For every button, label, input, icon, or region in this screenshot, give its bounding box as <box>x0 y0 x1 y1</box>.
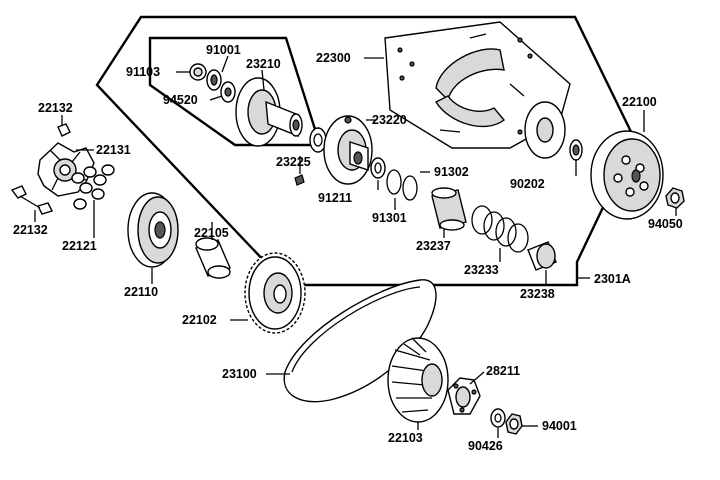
callout-23100: 23100 <box>222 367 257 381</box>
seal-91211 <box>370 157 386 179</box>
oring-91301 <box>386 169 402 195</box>
washer-90426 <box>490 408 506 428</box>
seal-94520 <box>220 81 236 103</box>
bushing-23225 <box>309 127 327 153</box>
callout-94001: 94001 <box>542 419 577 433</box>
callout-94050: 94050 <box>648 217 683 231</box>
nut-94001 <box>505 413 523 435</box>
collar-23237 <box>431 187 467 231</box>
callout-22121: 22121 <box>62 239 97 253</box>
callout-23210: 23210 <box>246 57 281 71</box>
callout-91301: 91301 <box>372 211 407 225</box>
callout-22132-top: 22132 <box>38 101 73 115</box>
oring-91302 <box>402 175 418 201</box>
callout-22300: 22300 <box>316 51 351 65</box>
callout-22103: 22103 <box>388 431 423 445</box>
callout-23220: 23220 <box>372 113 407 127</box>
callout-22102: 22102 <box>182 313 217 327</box>
callout-23233: 23233 <box>464 263 499 277</box>
callout-91211: 91211 <box>318 191 352 205</box>
slider-22132-bottom <box>10 185 53 215</box>
drive-face-22110 <box>127 192 179 268</box>
fixed-face-22102 <box>244 252 306 334</box>
callout-91001: 91001 <box>206 43 241 57</box>
callout-23237: 23237 <box>416 239 451 253</box>
sliding-sheave-23220 <box>323 115 373 185</box>
callout-94520: 94520 <box>163 93 198 107</box>
callout-22131: 22131 <box>96 143 131 157</box>
drive-belt-23100 <box>283 279 437 403</box>
callout-90202: 90202 <box>510 177 545 191</box>
nut-94050 <box>665 187 685 209</box>
callout-22105: 22105 <box>194 226 229 240</box>
callout-23238: 23238 <box>520 287 555 301</box>
callout-22132-bottom: 22132 <box>13 223 48 237</box>
bearing-91103 <box>189 63 207 81</box>
clutch-bell-22100 <box>590 130 664 220</box>
callout-91302: 91302 <box>434 165 469 179</box>
nut-plate-28211 <box>447 377 481 415</box>
clutch-assembly-outline <box>95 15 637 287</box>
clutch-plate-22300 <box>384 21 571 159</box>
spring-23233 <box>471 205 529 253</box>
callout-2301A: 2301A <box>594 272 631 286</box>
collar-23238 <box>527 241 557 271</box>
cooling-fan-22103 <box>387 337 449 423</box>
driven-face-23210 <box>235 77 303 147</box>
leader-lines <box>34 55 677 438</box>
driven-pulley-inner-outline <box>148 36 322 147</box>
callout-22100: 22100 <box>622 95 657 109</box>
bushing-22105 <box>195 237 231 279</box>
seal-90202 <box>569 139 583 161</box>
slider-22132-top <box>57 123 71 137</box>
callout-91103: 91103 <box>126 65 160 79</box>
callout-90426: 90426 <box>468 439 503 453</box>
pin-23225b <box>294 174 305 186</box>
callout-23225: 23225 <box>276 155 311 169</box>
callout-22110: 22110 <box>124 285 158 299</box>
bearing-91001 <box>206 69 222 91</box>
callout-labels: 22132 22131 22132 22121 22110 22105 2210… <box>13 43 683 453</box>
roller-weights-22121 <box>71 164 115 210</box>
callout-28211: 28211 <box>486 364 520 378</box>
